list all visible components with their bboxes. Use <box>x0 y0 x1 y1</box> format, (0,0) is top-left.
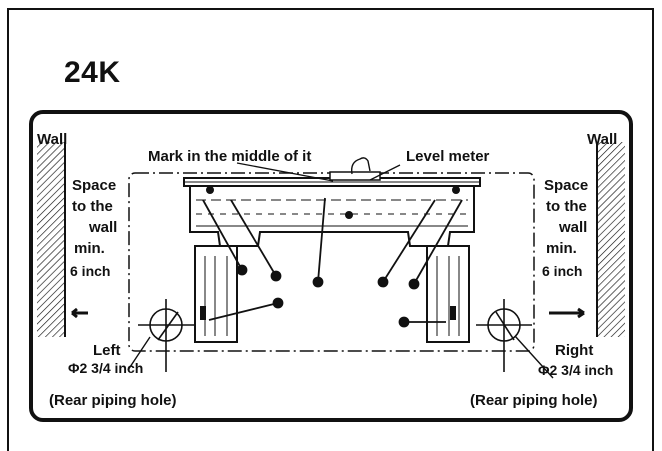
level-meter-callout: Level meter <box>406 148 490 165</box>
right-hole-size: Φ2 3/4 inch <box>538 362 614 378</box>
left-hole-label: (Rear piping hole) <box>49 392 177 409</box>
left-space-line-3: wall <box>89 219 118 236</box>
right-bracket <box>426 245 470 343</box>
right-space-line-1: Space <box>544 177 589 194</box>
left-wall-label: Wall <box>37 131 68 148</box>
right-space-line-2: to the <box>546 198 587 215</box>
left-hole-size: Φ2 3/4 inch <box>68 360 144 376</box>
left-side-label: Left <box>93 342 121 359</box>
right-arrow-icon <box>549 307 585 319</box>
left-space-line-5: 6 inch <box>70 263 111 279</box>
mark-middle-callout: Mark in the middle of it <box>148 148 312 165</box>
right-wall-label: Wall <box>587 131 618 148</box>
model-title: 24K <box>64 56 121 89</box>
right-hole-label: (Rear piping hole) <box>470 392 598 409</box>
left-bracket <box>194 245 238 343</box>
mounting-plate <box>189 185 475 247</box>
screw-points <box>202 197 463 328</box>
right-hole-icon <box>476 299 532 372</box>
left-space-line-1: Space <box>72 177 117 194</box>
right-space-line-3: wall <box>559 219 588 236</box>
left-wall-hatch <box>37 142 65 337</box>
left-space-line-2: to the <box>72 198 113 215</box>
page-frame <box>7 8 654 451</box>
right-side-label: Right <box>555 342 594 359</box>
left-space-line-4: min. <box>74 240 105 257</box>
left-hole-icon <box>138 299 194 372</box>
left-arrow-icon <box>71 307 88 319</box>
right-wall-hatch <box>597 142 625 337</box>
right-space-line-4: min. <box>546 240 577 257</box>
level-meter <box>329 171 381 181</box>
right-space-line-5: 6 inch <box>542 263 583 279</box>
hand-icon <box>350 157 371 175</box>
diagram-panel <box>29 110 633 422</box>
